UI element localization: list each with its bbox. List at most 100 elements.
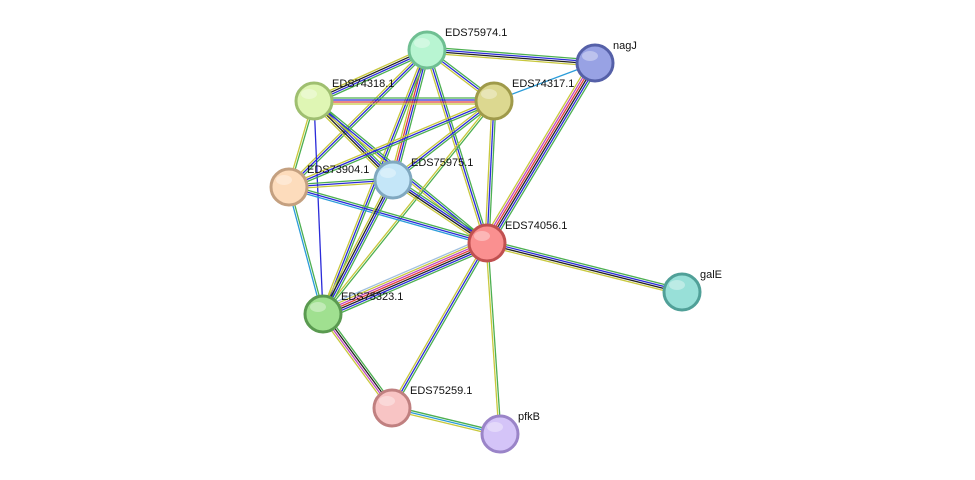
node-circle[interactable] [407, 30, 447, 70]
node-circle[interactable] [372, 388, 412, 428]
edge-strand [322, 242, 488, 315]
node-circle[interactable] [303, 294, 343, 334]
node-label: EDS74056.1 [505, 220, 567, 232]
edge-eds74056-1-eds75259-1[interactable] [389, 241, 490, 410]
node-label: EDS74317.1 [512, 78, 574, 90]
edge-strand [487, 239, 683, 290]
node-eds75974-1[interactable]: EDS75974.1 [407, 27, 507, 70]
edge-strand [287, 48, 427, 187]
edge-eds74318-1-eds74317-1[interactable] [314, 97, 494, 105]
node-highlight [669, 280, 685, 290]
edge-strand [325, 247, 490, 321]
node-highlight [414, 38, 430, 48]
node-label: EDS73904.1 [307, 164, 369, 176]
edge-strand [323, 244, 489, 317]
edge-eds75974-1-nagj[interactable] [426, 46, 596, 67]
node-circle[interactable] [373, 160, 413, 200]
edge-strand [487, 63, 597, 244]
edge-eds74317-1-eds75323-1[interactable] [321, 99, 496, 316]
node-label: galE [700, 269, 722, 281]
node-circle[interactable] [480, 414, 520, 454]
edge-strand [288, 186, 488, 244]
node-eds73904-1[interactable]: EDS73904.1 [269, 164, 369, 207]
edge-strand [325, 181, 397, 316]
edge-strand [313, 48, 427, 101]
node-pfkb[interactable]: pfkB [480, 411, 540, 454]
node-eds74056-1[interactable]: EDS74056.1 [467, 220, 567, 263]
node-eds74318-1[interactable]: EDS74318.1 [294, 78, 394, 121]
node-layer: EDS75974.1 nagJ EDS74318.1 EDS74317.1EDS739… [269, 27, 722, 454]
edge-strand [287, 187, 323, 315]
edge-strand [426, 52, 595, 67]
edge-strand [320, 236, 485, 310]
edge-strand [427, 46, 596, 61]
edge-strand [393, 102, 496, 183]
node-eds75323-1[interactable]: EDS75323.1 [303, 291, 403, 334]
edge-strand [288, 188, 487, 246]
node-nagj[interactable]: nagJ [575, 40, 637, 83]
edge-strand [427, 48, 596, 63]
node-highlight [487, 422, 503, 432]
edge-eds75974-1-eds73904-1[interactable] [287, 48, 429, 189]
node-highlight [481, 89, 497, 99]
edge-strand [288, 100, 495, 188]
node-label: EDS75259.1 [410, 385, 472, 397]
node-eds74317-1[interactable]: EDS74317.1 [474, 78, 574, 121]
edge-eds73904-1-eds75323-1[interactable] [287, 186, 325, 315]
node-label: EDS74318.1 [332, 78, 394, 90]
node-label: EDS75323.1 [341, 291, 403, 303]
node-eds75259-1[interactable]: EDS75259.1 [372, 385, 472, 428]
edge-eds74056-1-eds75323-1[interactable] [320, 236, 490, 321]
edge-strand [391, 98, 494, 179]
edge-eds75974-1-eds74318-1[interactable] [312, 46, 429, 105]
edge-strand [393, 50, 429, 181]
edge-strand [389, 241, 486, 408]
edge-eds74318-1-eds75323-1[interactable] [313, 100, 324, 315]
edge-eds74317-1-eds75975-1[interactable] [391, 98, 496, 183]
edge-strand [312, 46, 427, 99]
edge-strand [324, 246, 489, 319]
edge-eds74056-1-gale[interactable] [486, 239, 683, 296]
node-highlight [474, 231, 490, 241]
edge-strand [393, 243, 490, 410]
node-circle[interactable] [467, 223, 507, 263]
edge-eds74056-1-pfkb[interactable] [485, 242, 502, 435]
node-label: EDS75975.1 [411, 157, 473, 169]
edge-strand [426, 50, 595, 65]
edge-strand [323, 180, 395, 315]
edge-eds74317-1-eds73904-1[interactable] [287, 98, 496, 190]
edge-strand [321, 99, 494, 314]
node-highlight [276, 175, 292, 185]
edge-strand [323, 101, 496, 316]
node-eds75975-1[interactable]: EDS75975.1 [373, 157, 473, 200]
edge-strand [321, 240, 487, 313]
edge-strand [391, 242, 488, 409]
edge-strand [320, 315, 391, 411]
node-circle[interactable] [474, 81, 514, 121]
node-circle[interactable] [575, 43, 615, 83]
node-circle[interactable] [294, 81, 334, 121]
node-highlight [380, 168, 396, 178]
edge-strand [485, 243, 500, 435]
node-highlight [301, 89, 317, 99]
edge-strand [484, 100, 493, 243]
node-highlight [310, 302, 326, 312]
edge-strand [289, 102, 496, 190]
edge-eds75975-1-eds75323-1[interactable] [319, 178, 397, 316]
edge-strand [289, 184, 488, 242]
node-gale[interactable]: galE [662, 269, 722, 312]
node-highlight [582, 51, 598, 61]
edge-strand [288, 49, 428, 188]
node-circle[interactable] [662, 272, 702, 312]
edge-eds74317-1-eds74056-1[interactable] [484, 100, 497, 244]
edge-strand [490, 65, 600, 246]
edge-strand [486, 245, 682, 296]
edge-strand [489, 64, 599, 245]
edge-eds73904-1-eds74056-1[interactable] [288, 184, 488, 246]
node-label: pfkB [518, 411, 540, 423]
edge-nagj-eds74056-1[interactable] [482, 60, 600, 246]
edge-strand [321, 179, 393, 314]
node-circle[interactable] [269, 167, 309, 207]
edge-strand [483, 61, 593, 242]
